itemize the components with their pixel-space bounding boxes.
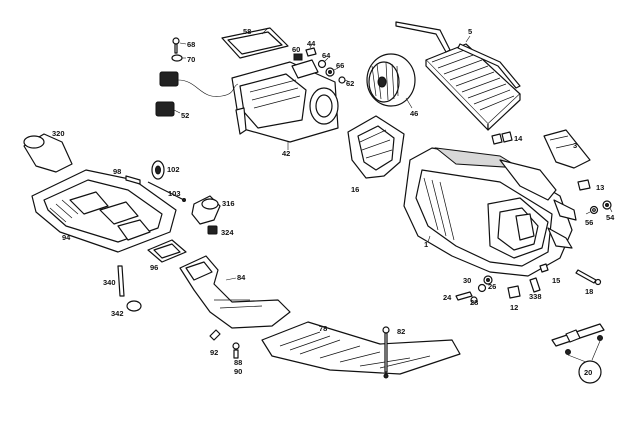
label-3: 3 (573, 141, 577, 150)
part-70-clip (171, 54, 186, 62)
part-82-screw (382, 326, 390, 379)
part-1-heater-box (403, 147, 577, 277)
label-12: 12 (510, 303, 518, 312)
label-90: 90 (234, 367, 242, 376)
part-52-sensor (155, 71, 239, 117)
part-labels: 58 68 70 60 44 64 66 62 52 42 46 5 14 3 … (52, 27, 615, 377)
label-338: 338 (529, 292, 542, 301)
parts-88-90-92 (209, 329, 240, 359)
part-94-lower-housing (31, 169, 177, 253)
label-98: 98 (113, 167, 121, 176)
label-102: 102 (167, 165, 180, 174)
label-82: 82 (397, 327, 405, 336)
part-5-heater-core (395, 21, 521, 131)
label-28: 28 (470, 298, 478, 307)
label-15: 15 (552, 276, 560, 285)
label-18: 18 (585, 287, 593, 296)
part-42-blower-housing (231, 59, 339, 150)
label-54: 54 (606, 213, 615, 222)
label-64: 64 (322, 51, 331, 60)
part-14-clip (491, 131, 513, 145)
part-96-frame (147, 239, 187, 263)
part-102-grommet (151, 160, 165, 180)
part-54-56-fasteners (585, 200, 613, 215)
part-16-seal (347, 115, 405, 179)
part-15-screw (539, 263, 549, 273)
part-68-screw (172, 37, 187, 54)
part-12-clip (507, 285, 521, 299)
part-18-screw (575, 269, 602, 286)
part-324-clip (207, 225, 218, 235)
label-26: 26 (488, 282, 496, 291)
label-44: 44 (307, 39, 316, 48)
label-68: 68 (187, 40, 195, 49)
label-1: 1 (424, 240, 428, 249)
label-324: 324 (221, 228, 234, 237)
label-30: 30 (463, 276, 471, 285)
label-84: 84 (237, 273, 246, 282)
label-20: 20 (584, 368, 592, 377)
small-fixings-top (293, 43, 351, 84)
label-13: 13 (596, 183, 604, 192)
parts-24-30-fixings (455, 275, 493, 304)
label-342: 342 (111, 309, 124, 318)
part-342-cap (126, 300, 142, 312)
label-24: 24 (443, 293, 452, 302)
part-316-connector (191, 195, 221, 225)
part-13-clip (577, 179, 591, 191)
part-103-rod (147, 181, 186, 202)
part-98-pin (125, 175, 141, 185)
label-78: 78 (319, 324, 327, 333)
label-42: 42 (282, 149, 290, 158)
part-338-rod (529, 277, 541, 293)
label-66: 66 (336, 61, 344, 70)
label-340: 340 (103, 278, 116, 287)
part-320-duct (23, 133, 73, 173)
part-46-blower-wheel (366, 53, 416, 109)
part-20-bracket (551, 323, 605, 384)
label-5: 5 (468, 27, 472, 36)
part-58-gasket (221, 27, 289, 59)
label-103: 103 (168, 189, 181, 198)
label-52: 52 (181, 111, 189, 120)
label-70: 70 (187, 55, 195, 64)
label-46: 46 (410, 109, 418, 118)
part-84-duct (179, 255, 291, 329)
label-92: 92 (210, 348, 218, 357)
label-94: 94 (62, 233, 71, 242)
label-62: 62 (346, 79, 354, 88)
label-96: 96 (150, 263, 158, 272)
label-58: 58 (243, 27, 251, 36)
part-3-flap (543, 129, 591, 169)
label-56: 56 (585, 218, 593, 227)
label-14: 14 (514, 134, 523, 143)
label-88: 88 (234, 358, 242, 367)
label-60: 60 (292, 45, 300, 54)
label-320: 320 (52, 129, 65, 138)
label-316: 316 (222, 199, 235, 208)
label-16: 16 (351, 185, 359, 194)
part-340-rod (117, 265, 125, 297)
part-78-duct (261, 321, 461, 375)
